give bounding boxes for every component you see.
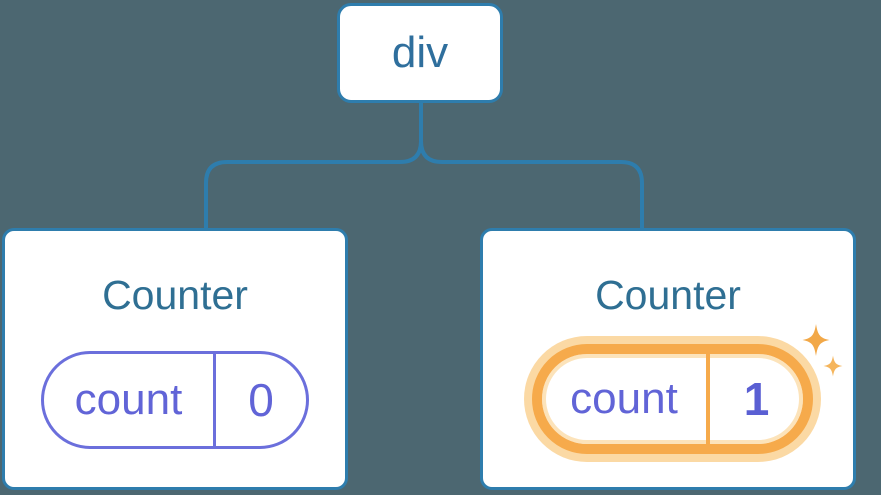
state-key: count [542,354,710,444]
counter-card-left: Counter count 0 [2,228,348,490]
component-title: Counter [102,272,248,318]
counter-card-right: Counter count 1 [480,228,856,490]
root-node-div: div [337,3,503,103]
state-key-label: count [570,374,678,423]
state-pill-highlighted: count 1 [532,344,813,454]
component-title: Counter [595,272,741,318]
tree-branch-left [204,103,423,228]
state-key-label: count [74,375,183,424]
state-value: 1 [710,354,803,444]
state-key: count [44,354,216,446]
tree-branch-right [419,103,644,228]
state-value-label: 0 [248,374,274,426]
state-value-label: 1 [743,373,770,425]
state-pill: count 0 [41,351,309,449]
state-value: 0 [216,354,306,446]
root-node-label: div [391,28,449,77]
